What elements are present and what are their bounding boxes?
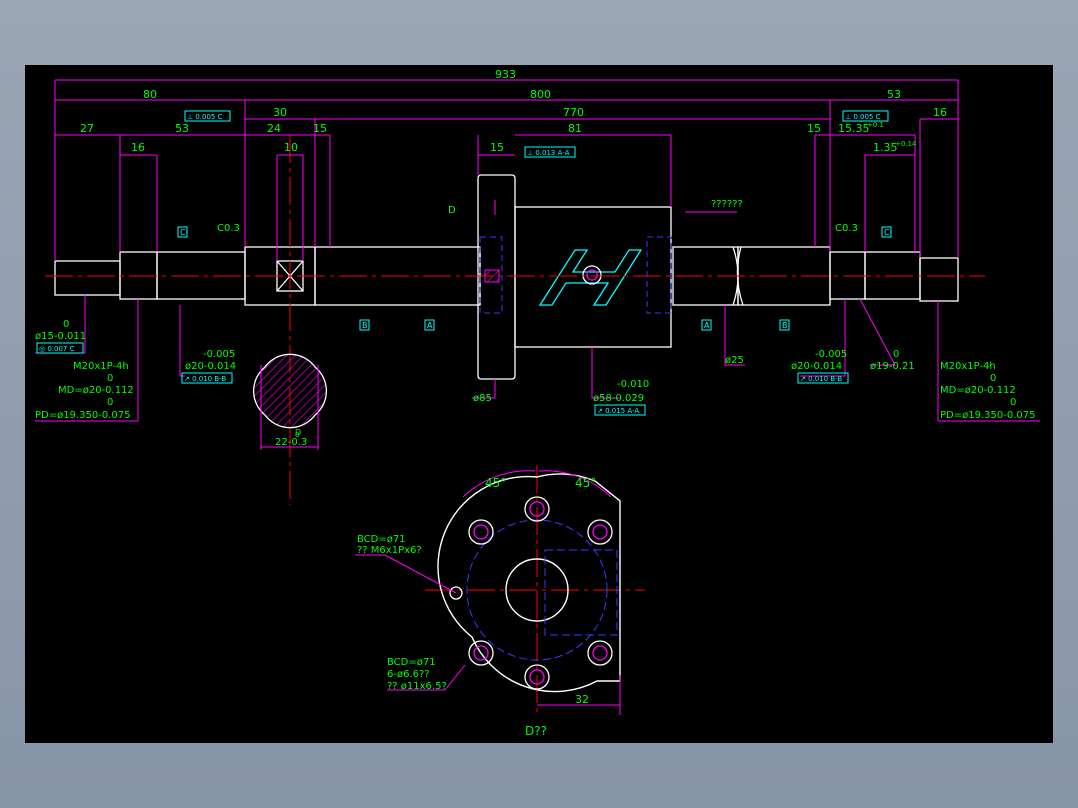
bcd-bottom-3: ?? ø11x6.5? (387, 681, 447, 692)
view-title: D?? (525, 724, 547, 738)
bcd-top-1: BCD=ø71 (357, 534, 406, 545)
thread-left-4: 0 (107, 397, 113, 408)
datum-markers: C C B A A B (177, 226, 892, 331)
phi20-left-tol: -0.005 (203, 349, 235, 360)
thread-left-2: 0 (107, 373, 113, 384)
dimension-lines (35, 79, 1040, 691)
phi19-tol: 0 (893, 349, 899, 360)
datum-b-left: B (362, 321, 368, 330)
chamfer-right: C0.3 (835, 223, 858, 234)
phi85-label: ø85 (473, 393, 492, 404)
thread-right-5: PD=ø19.350-0.075 (940, 410, 1035, 421)
key-width-tol: 0 (295, 431, 299, 439)
dim-80: 80 (143, 88, 157, 101)
dim-15-left: 15 (313, 122, 327, 135)
dim-800: 800 (530, 88, 551, 101)
dim-15-35-tol: +0.1 (867, 121, 884, 129)
dim-24: 24 (267, 122, 281, 135)
thread-right-3: MD=ø20-0.112 (940, 385, 1016, 396)
unknown-note: ?????? (711, 199, 743, 210)
section-d-marker: D (448, 205, 456, 216)
phi20-right-label: ø20-0.014 (791, 361, 842, 372)
runout-frame-left: ↗ 0.010 B-B (184, 375, 226, 383)
dimension-text: 933 80 800 53 30 770 16 27 53 24 15 81 1… (80, 68, 947, 706)
thread-left-1: M20x1P-4h (73, 361, 129, 372)
perp-frame-right: ⊥ 0.005 C (845, 113, 881, 121)
bcd-bottom-2: 6-ø6.6?? (387, 669, 430, 680)
datum-a-left: A (427, 321, 433, 330)
phi20-left-label: ø20-0.014 (185, 361, 236, 372)
dim-81: 81 (568, 122, 582, 135)
dim-30: 30 (273, 106, 287, 119)
nut-hidden-lines (479, 236, 672, 314)
dim-933: 933 (495, 68, 516, 81)
dim-53-left: 53 (175, 122, 189, 135)
dim-1-35-tol: +0.14 (895, 140, 917, 148)
dim-15-nut: 15 (490, 141, 504, 154)
dim-15-35: 15.35 (838, 122, 870, 135)
key-width: 22-0.3 (275, 437, 307, 448)
dim-15-right: 15 (807, 122, 821, 135)
datum-b-right: B (782, 321, 788, 330)
angle-right: 45° (575, 476, 596, 490)
perp-frame-nut: ⊥ 0.013 A-A (527, 149, 570, 157)
bolt-holes (449, 496, 613, 690)
phi58-label: ø58-0.029 (593, 393, 644, 404)
dim-10: 10 (284, 141, 298, 154)
phi19-label: ø19-0.21 (870, 361, 915, 372)
datum-c-left: C (180, 228, 186, 237)
thread-left-5: PD=ø19.350-0.075 (35, 410, 130, 421)
thread-right-1: M20x1P-4h (940, 361, 996, 372)
phi25-label: ø25 (725, 355, 744, 366)
datum-c-right: C (884, 228, 890, 237)
flange-end-view (437, 470, 621, 715)
runout-frame-right: ↗ 0.010 B-B (800, 375, 842, 383)
dim-27: 27 (80, 122, 94, 135)
thread-right-2: 0 (990, 373, 996, 384)
dim-16-left: 16 (131, 141, 145, 154)
concentricity-frame: ◎ 0.007 C (39, 345, 75, 353)
runout-frame-nut: ↗ 0.015 A-A (597, 407, 639, 415)
dim-53-right: 53 (887, 88, 901, 101)
phi20-right-tol: -0.005 (815, 349, 847, 360)
angle-left: 45° (485, 476, 506, 490)
thread-right-4: 0 (1010, 397, 1016, 408)
annotations: C0.3 C0.3 D D ?????? 0 ø15-0.011 M20x1P-… (35, 199, 1035, 738)
section-d-view (252, 353, 328, 450)
dim-16-right: 16 (933, 106, 947, 119)
bcd-bottom-1: BCD=ø71 (387, 657, 436, 668)
drawing-canvas[interactable]: 933 80 800 53 30 770 16 27 53 24 15 81 1… (25, 65, 1053, 743)
ball-nut (477, 174, 672, 380)
tolerance-frames: ⊥ 0.005 C ⊥ 0.005 C ⊥ 0.013 A-A ◎ 0.007 … (36, 110, 889, 416)
phi58-tol: -0.010 (617, 379, 649, 390)
thread-left-3: MD=ø20-0.112 (58, 385, 134, 396)
datum-a-right: A (704, 321, 710, 330)
dim-32: 32 (575, 693, 589, 706)
cad-drawing: 933 80 800 53 30 770 16 27 53 24 15 81 1… (35, 68, 1040, 738)
perp-frame-left: ⊥ 0.005 C (187, 113, 223, 121)
phi15-label: ø15-0.011 (35, 331, 86, 342)
dim-770: 770 (563, 106, 584, 119)
section-d-label: D (295, 428, 301, 437)
dim-1-35: 1.35 (873, 141, 898, 154)
chamfer-left: C0.3 (217, 223, 240, 234)
bcd-top-2: ?? M6x1Px6? (357, 545, 422, 556)
phi15-tol: 0 (63, 319, 69, 330)
